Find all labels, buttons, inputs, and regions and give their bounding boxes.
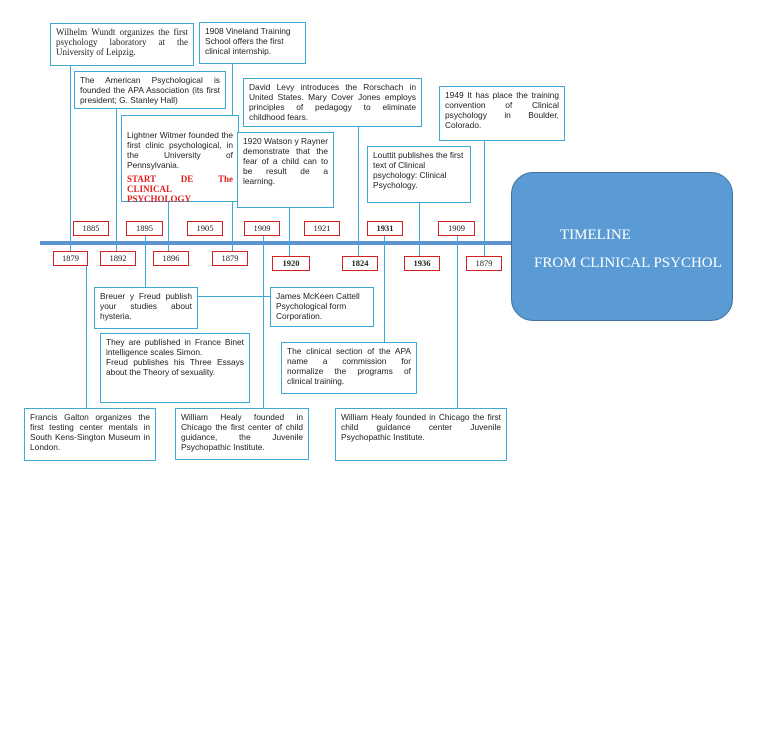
year-label: 1892: [100, 251, 136, 266]
connector-line: [384, 235, 385, 342]
year-label: 1909: [438, 221, 475, 236]
event-witmer-text: Lightner Witmer founded the first clinic…: [127, 130, 233, 170]
event-wundt: Wilhelm Wundt organizes the first psycho…: [50, 23, 194, 66]
connector-line: [70, 66, 71, 254]
event-louttit: Louttit publishes the first text of Clin…: [367, 146, 471, 203]
event-watson: 1920 Watson y Rayner demonstrate that th…: [237, 132, 334, 208]
connector-line: [289, 208, 290, 256]
connector-line: [198, 296, 270, 297]
year-label: 1824: [342, 256, 378, 271]
timeline-title-line-2: FROM CLINICAL PSYCHOL: [534, 255, 722, 271]
year-label: 1931: [367, 221, 403, 236]
year-label: 1879: [466, 256, 502, 271]
connector-line: [263, 235, 264, 408]
year-label: 1879: [212, 251, 248, 266]
event-healy-2: William Healy founded in Chicago the fir…: [335, 408, 507, 461]
event-apa-founded: The American Psychological is founded th…: [74, 71, 226, 109]
connector-line: [358, 127, 359, 257]
event-cattell: James McKeen Cattell Psychological form …: [270, 287, 374, 327]
event-levy: David Levy introduces the Rorschach in U…: [243, 78, 422, 127]
clinical-psychology-start-label: START DE The CLINICAL PSYCHOLOGY: [127, 174, 233, 204]
event-galton: Francis Galton organizes the first testi…: [24, 408, 156, 461]
year-label: 1895: [126, 221, 163, 236]
event-apa-clinical-section: The clinical section of the APA name a c…: [281, 342, 417, 394]
event-breuer-freud: Breuer y Freud publish your studies abou…: [94, 287, 198, 329]
timeline-title-line-1: TIMELINE: [560, 227, 631, 243]
year-label: 1896: [153, 251, 189, 266]
connector-line: [145, 235, 146, 287]
timeline-title-box: TIMELINE FROM CLINICAL PSYCHOL: [511, 172, 733, 321]
connector-line: [419, 203, 420, 257]
event-vineland: 1908 Vineland Training School offers the…: [199, 22, 306, 64]
connector-line: [484, 141, 485, 257]
event-witmer: Lightner Witmer founded the first clinic…: [121, 115, 239, 204]
year-label: 1885: [73, 221, 109, 236]
year-label: 1879: [53, 251, 88, 266]
year-label: 1921: [304, 221, 340, 236]
event-boulder: 1949 It has place the training conventio…: [439, 86, 565, 141]
timeline-axis: [40, 241, 516, 245]
connector-line: [168, 202, 169, 254]
connector-line: [116, 109, 117, 254]
year-label: 1909: [244, 221, 280, 236]
year-label: 1936: [404, 256, 440, 271]
connector-line: [457, 235, 458, 408]
year-label: 1905: [187, 221, 223, 236]
event-binet-freud: They are published in France Binet intel…: [100, 333, 250, 403]
connector-line: [86, 262, 87, 408]
year-label: 1920: [272, 256, 310, 271]
event-healy-1: William Healy founded in Chicago the fir…: [175, 408, 309, 460]
